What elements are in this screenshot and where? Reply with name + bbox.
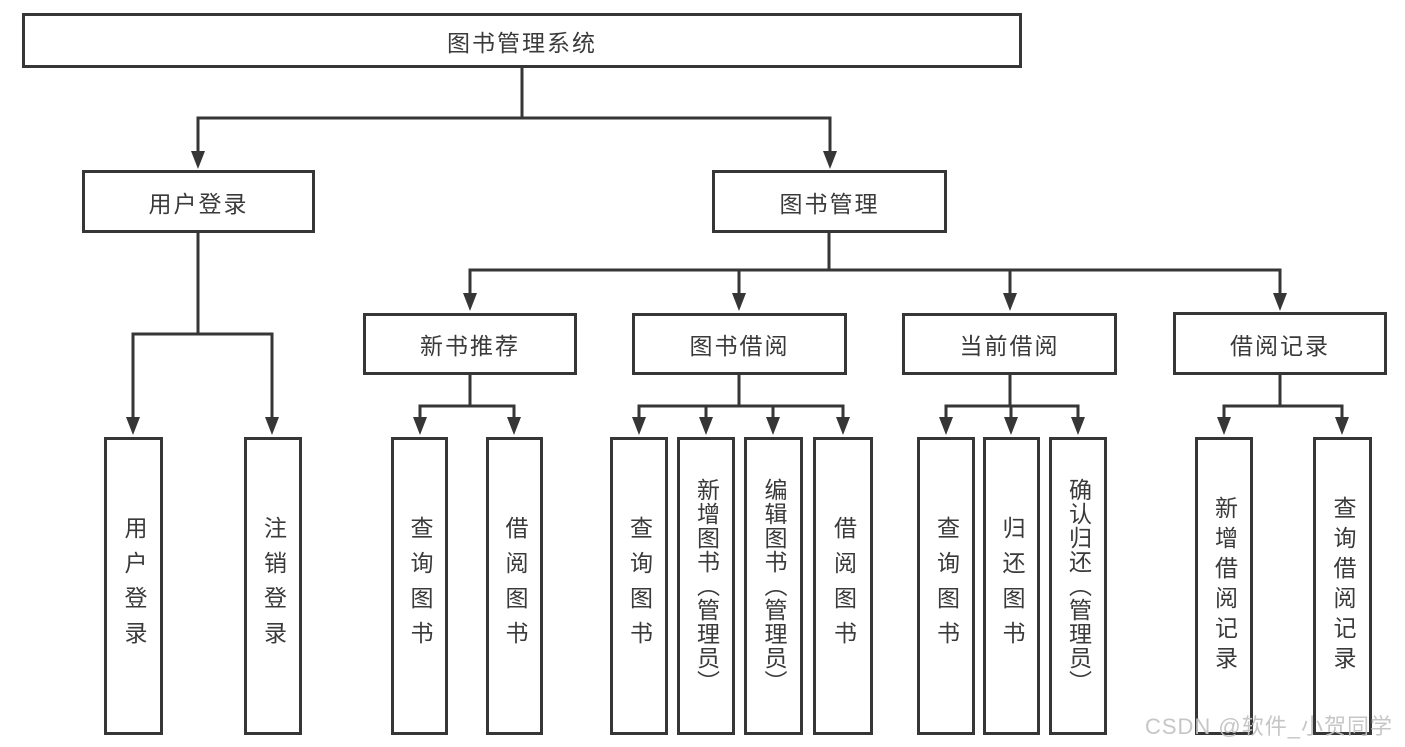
- arrowhead-icon: [766, 417, 780, 435]
- leaf-label: 归还图书: [999, 516, 1025, 656]
- arrowhead-icon: [191, 151, 205, 169]
- leaf-label: 确认归还（管理员）: [1065, 478, 1092, 694]
- leaf-query-borrow-record: 查询借阅记录: [1313, 437, 1372, 735]
- node-current-borrow: 当前借阅: [902, 313, 1117, 375]
- csdn-watermark: CSDN @软件_小贺同学: [1144, 714, 1393, 739]
- node-label: 图书借阅: [689, 333, 790, 359]
- connector-book-management-branch: [468, 233, 1282, 295]
- leaf-edit-books-admin: 编辑图书（管理员）: [744, 437, 803, 735]
- arrowhead-icon: [463, 293, 477, 311]
- node-label: 图书管理: [779, 190, 880, 217]
- arrowhead-icon: [126, 417, 140, 435]
- arrowhead-icon: [1003, 293, 1017, 311]
- arrowhead-icon: [1004, 417, 1018, 435]
- leaf-logout: 注销登录: [244, 437, 302, 735]
- arrowhead-icon: [836, 417, 850, 435]
- leaf-label: 查询图书: [933, 516, 960, 656]
- leaf-label: 注销登录: [260, 516, 287, 656]
- node-borrow-records: 借阅记录: [1173, 312, 1387, 375]
- leaf-label: 查询图书: [626, 516, 653, 656]
- connector-new-book-recommend-branch: [418, 375, 516, 419]
- connector-current-borrow-branch: [944, 375, 1080, 419]
- arrowhead-icon: [507, 417, 521, 435]
- leaf-query-books: 查询图书: [610, 437, 668, 735]
- leaf-label: 查询借阅记录: [1330, 496, 1356, 676]
- node-label: 新书推荐: [420, 333, 520, 359]
- connector-borrow-records-branch: [1222, 375, 1344, 419]
- leaf-borrow-books: 借阅图书: [486, 437, 543, 735]
- node-label: 用户登录: [148, 190, 249, 217]
- connector-root-to-level2: [196, 68, 832, 152]
- arrowhead-icon: [413, 417, 427, 435]
- leaf-label: 新增借阅记录: [1211, 496, 1238, 676]
- arrowhead-icon: [1217, 417, 1231, 435]
- node-library-management-system: 图书管理系统: [22, 13, 1022, 68]
- leaf-label: 编辑图书（管理员）: [761, 478, 787, 694]
- arrowhead-icon: [699, 417, 713, 435]
- leaf-label: 用户登录: [121, 516, 147, 656]
- arrowhead-icon: [1273, 293, 1287, 311]
- leaf-query-books: 查询图书: [917, 437, 975, 735]
- leaf-label: 借阅图书: [830, 516, 857, 656]
- node-book-management: 图书管理: [712, 170, 947, 233]
- leaf-label: 查询图书: [407, 516, 433, 656]
- node-label: 图书管理系统: [447, 29, 597, 56]
- node-book-borrow: 图书借阅: [632, 313, 847, 375]
- node-new-book-recommend: 新书推荐: [363, 313, 577, 375]
- connector-book-borrow-branch: [637, 375, 845, 419]
- connector-user-login-branch: [131, 233, 274, 419]
- leaf-label: 新增图书（管理员）: [693, 478, 720, 694]
- arrowhead-icon: [823, 151, 837, 169]
- arrowhead-icon: [265, 417, 279, 435]
- node-user-login: 用户登录: [82, 170, 315, 233]
- arrowhead-icon: [1071, 417, 1085, 435]
- arrowhead-icon: [1335, 417, 1349, 435]
- arrowhead-icon: [732, 293, 746, 311]
- arrowhead-icon: [939, 417, 953, 435]
- node-label: 当前借阅: [959, 333, 1060, 359]
- leaf-label: 借阅图书: [502, 516, 528, 656]
- leaf-return-books: 归还图书: [983, 437, 1040, 735]
- leaf-add-books-admin: 新增图书（管理员）: [677, 437, 735, 735]
- leaf-user-login: 用户登录: [104, 437, 163, 735]
- leaf-query-books: 查询图书: [391, 437, 448, 735]
- leaf-confirm-return-admin: 确认归还（管理员）: [1049, 437, 1107, 735]
- leaf-borrow-books: 借阅图书: [813, 437, 873, 735]
- node-label: 借阅记录: [1230, 332, 1330, 359]
- arrowhead-icon: [632, 417, 646, 435]
- leaf-add-borrow-record: 新增借阅记录: [1195, 437, 1253, 735]
